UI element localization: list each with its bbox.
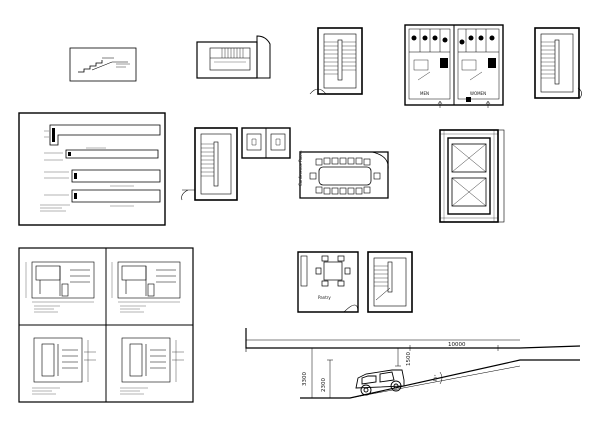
ramp-section: 3300 2300 1500 10000 15° — [245, 328, 581, 399]
elevator-core-plan — [439, 129, 505, 223]
dim-height-outer: 3300 — [302, 372, 308, 386]
dim-clearance: 1500 — [406, 352, 412, 366]
dim-height-inner: 2300 — [321, 378, 327, 392]
dim-length: 10000 — [448, 342, 466, 348]
stair-core-plan-1 — [196, 35, 271, 79]
pantry-label: Pantry — [318, 295, 331, 300]
stair-core-plan-3 — [534, 27, 582, 99]
stair-core-plan-4 — [181, 127, 238, 201]
stair-core-plan-2 — [309, 27, 363, 95]
conference-room-plan: Conference Room — [298, 150, 389, 199]
elevator-plan — [241, 127, 291, 159]
restroom-plan: MEN WOMEN — [404, 24, 504, 108]
section-details-sheet — [18, 112, 166, 226]
women-label: WOMEN — [470, 91, 486, 96]
floor-plan-sheet — [18, 247, 194, 403]
pantry-plan: Pantry — [297, 251, 359, 313]
stair-core-plan-5 — [367, 251, 413, 313]
dim-angle: 15° — [432, 374, 438, 382]
vehicle-icon — [355, 369, 405, 396]
stair-section-detail — [69, 47, 137, 82]
men-label: MEN — [420, 91, 429, 96]
conference-room-label: Conference Room — [298, 150, 303, 186]
